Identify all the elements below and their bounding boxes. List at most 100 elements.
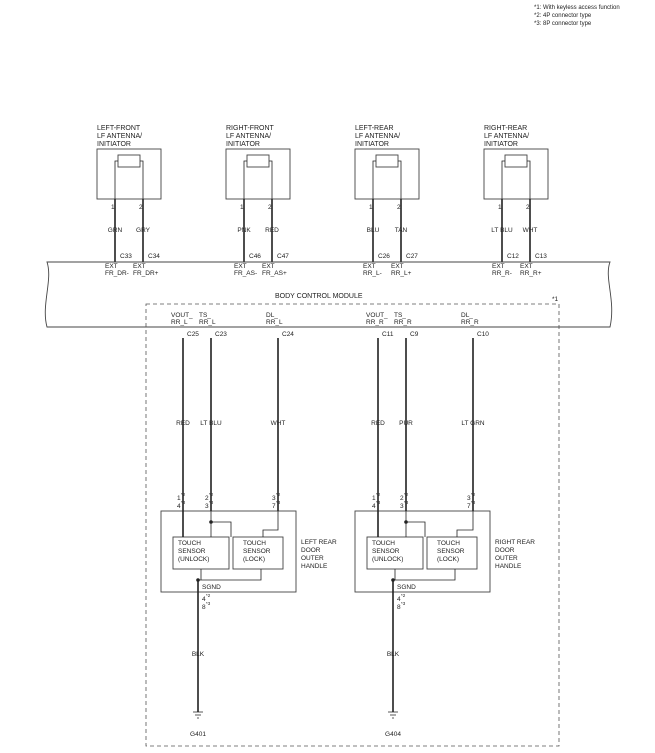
antenna-pin: 1 [240, 204, 244, 211]
wire-color: RED [265, 227, 279, 234]
terminal-name: EXT [133, 263, 146, 270]
signal-name: RR_L [171, 319, 188, 326]
handle-pin: 4 [372, 503, 376, 510]
antenna-title-line: LEFT-FRONT [97, 125, 141, 132]
signal-name: VOUT_ [171, 312, 193, 319]
terminal-name: RR_L+ [391, 270, 412, 277]
module-connector: C9 [410, 331, 419, 338]
handle-pin: 3 [205, 503, 209, 510]
sensor-lock-label: (LOCK) [437, 556, 459, 563]
handle-name: LEFT REAR [301, 539, 337, 546]
sensor-lock-label: SENSOR [437, 548, 465, 555]
terminal-name: EXT [105, 263, 118, 270]
handle-pin: 4 [177, 503, 181, 510]
footnotes: *1: With keyless access function *2: 4P … [534, 5, 620, 27]
module-connector: C10 [477, 331, 489, 338]
module-top-edge [44, 261, 613, 328]
wire-color: TAN [395, 227, 408, 234]
connector-type-note: *3 [401, 601, 406, 606]
handle-name: HANDLE [495, 563, 522, 570]
sgnd-label: SGND [397, 584, 416, 591]
antenna-pin: 2 [526, 204, 530, 211]
sensor-unlock-label: (UNLOCK) [372, 556, 403, 563]
handle-housing [354, 510, 491, 593]
coil-lead [501, 160, 505, 199]
antenna-title-line: INITIATOR [226, 141, 260, 148]
signal-name: TS_ [199, 312, 211, 319]
antenna-title-line: LF ANTENNA/ [484, 133, 529, 140]
handle-name: DOOR [301, 547, 321, 554]
antenna-housing [354, 148, 420, 200]
module-connector: C27 [406, 253, 418, 260]
keyless-option-note: *1 [552, 296, 559, 303]
handle-pin: 1 [177, 495, 181, 502]
ground-pin: 8 [397, 604, 401, 611]
wire-color: LT BLU [491, 227, 513, 234]
terminal-name: EXT [520, 263, 533, 270]
terminal-name: EXT [234, 263, 247, 270]
sensor-lock-label: SENSOR [243, 548, 271, 555]
signal-name: RR_R [394, 319, 412, 326]
coil-lead [398, 160, 402, 199]
antenna-title-line: RIGHT-REAR [484, 125, 527, 132]
terminal-name: RR_R+ [520, 270, 542, 277]
dl-internal-wire [262, 511, 279, 537]
antenna-pin: 2 [139, 204, 143, 211]
module-connector: C23 [215, 331, 227, 338]
module-connector: C46 [249, 253, 261, 260]
handle-name: HANDLE [301, 563, 328, 570]
signal-name: RR_L [199, 319, 216, 326]
coil-lead [372, 160, 376, 199]
footnote-1: *1: With keyless access function [534, 5, 620, 11]
antenna-title-line: RIGHT-FRONT [226, 125, 275, 132]
sensor-unlock-label: SENSOR [178, 548, 206, 555]
door-handle-2: VOUT_RR_RC11RED1*24*3TS_RR_RC9PUR2*23*3D… [354, 312, 535, 738]
module-connector: C26 [378, 253, 390, 260]
antenna-pin: 2 [397, 204, 401, 211]
terminal-name: EXT [262, 263, 275, 270]
antenna-pin: 1 [498, 204, 502, 211]
sgnd-label: SGND [202, 584, 221, 591]
antenna-title-line: LF ANTENNA/ [355, 133, 400, 140]
handle-name: DOOR [495, 547, 515, 554]
terminal-name: FR_AS- [234, 270, 257, 277]
signal-name: DL_ [461, 312, 473, 319]
wire-color: BLK [192, 651, 205, 658]
sensor-lock-label: (LOCK) [243, 556, 265, 563]
terminal-name: EXT [492, 263, 505, 270]
antenna-pin: 1 [369, 204, 373, 211]
sensor-unlock-label: TOUCH [178, 540, 201, 547]
sensor-unlock-label: TOUCH [372, 540, 395, 547]
handle-pin: 3 [400, 503, 404, 510]
antenna-housing [96, 148, 162, 200]
terminal-name: EXT [363, 263, 376, 270]
handle-pin: 3 [467, 495, 471, 502]
wire-color: GRN [108, 227, 123, 234]
ground-pin: 4 [397, 596, 401, 603]
coil-lead [140, 160, 144, 199]
terminal-name: EXT [391, 263, 404, 270]
body-control-module: BODY CONTROL MODULE *1 [44, 261, 613, 747]
ground-label: G404 [385, 731, 401, 738]
wire-color: BLU [367, 227, 380, 234]
keyless-option-boundary [145, 303, 560, 747]
wire-color: WHT [523, 227, 538, 234]
ts-internal-wire [210, 511, 232, 537]
terminal-name: FR_DR+ [133, 270, 159, 277]
coil-lead [243, 160, 247, 199]
antenna-title-line: LF ANTENNA/ [226, 133, 271, 140]
signal-name: RR_L [266, 319, 283, 326]
ground-label: G401 [190, 731, 206, 738]
ground-pin: 4 [202, 596, 206, 603]
ts-internal-wire [405, 511, 426, 537]
footnote-3: *3: 8P connector type [534, 21, 592, 27]
antenna-coil [504, 154, 528, 168]
signal-name: TS_ [394, 312, 406, 319]
handle-pin: 2 [205, 495, 209, 502]
signal-name: RR_R [366, 319, 384, 326]
handle-name: OUTER [495, 555, 518, 562]
sensor-lock-label: TOUCH [243, 540, 266, 547]
